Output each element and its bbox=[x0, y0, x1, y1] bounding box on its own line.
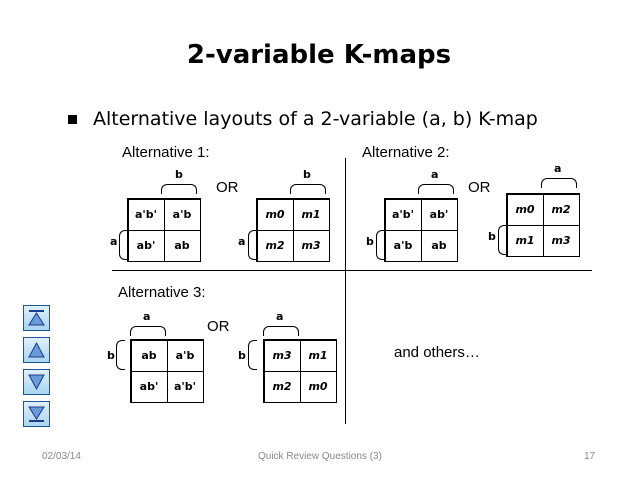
kmap-2a: a'b' ab' a'b ab bbox=[384, 198, 458, 262]
kmap-1b-side-label: a bbox=[238, 235, 246, 248]
kmap-cell: m1 bbox=[292, 198, 330, 231]
kmap-1b-side-brace bbox=[248, 230, 257, 260]
and-others-text: and others… bbox=[394, 344, 480, 361]
footer-page-number: 17 bbox=[584, 451, 596, 462]
kmap-1a-top-label: b bbox=[175, 168, 183, 181]
kmap-3b-top-label: a bbox=[276, 310, 284, 323]
footer-title: Quick Review Questions (3) bbox=[258, 451, 382, 462]
kmap-cell: m3 bbox=[542, 224, 580, 257]
next-slide-icon bbox=[28, 374, 45, 391]
kmap-cell: m0 bbox=[256, 198, 294, 231]
kmap-cell: a'b bbox=[166, 339, 204, 372]
alternative-3-label: Alternative 3: bbox=[118, 284, 206, 301]
kmap-cell: ab bbox=[163, 229, 201, 262]
kmap-cell: m2 bbox=[542, 193, 580, 226]
kmap-2a-side-brace bbox=[376, 230, 385, 260]
kmap-3b-side-brace bbox=[248, 340, 257, 370]
kmap-cell: m1 bbox=[506, 224, 544, 257]
kmap-cell: m0 bbox=[299, 370, 337, 403]
kmap-cell: ab' bbox=[127, 229, 165, 262]
kmap-cell: m2 bbox=[263, 370, 301, 403]
last-slide-button[interactable] bbox=[23, 401, 50, 427]
footer-date: 02/03/14 bbox=[42, 451, 81, 462]
kmap-2b-side-label: b bbox=[488, 230, 496, 243]
kmap-3b-top-brace bbox=[263, 326, 299, 336]
kmap-cell: m0 bbox=[506, 193, 544, 226]
kmap-cell: a'b' bbox=[384, 198, 422, 231]
kmap-1b-top-brace bbox=[290, 184, 326, 194]
alternative-2-label: Alternative 2: bbox=[362, 144, 450, 161]
kmap-1a-side-brace bbox=[119, 230, 128, 260]
kmap-1b-top-label: b bbox=[303, 168, 311, 181]
kmap-2b-side-brace bbox=[498, 225, 507, 255]
or-label-3: OR bbox=[207, 318, 230, 335]
kmap-cell: ab bbox=[420, 229, 458, 262]
kmap-cell: a'b bbox=[384, 229, 422, 262]
kmap-2b-top-label: a bbox=[554, 162, 562, 175]
horizontal-divider bbox=[112, 270, 592, 271]
kmap-1b: m0 m1 m2 m3 bbox=[256, 198, 330, 262]
first-slide-button[interactable] bbox=[23, 305, 50, 331]
kmap-cell: ab' bbox=[130, 370, 168, 403]
kmap-2b-top-brace bbox=[541, 178, 577, 188]
vertical-divider bbox=[345, 158, 346, 424]
first-slide-icon bbox=[28, 310, 45, 326]
bullet-marker bbox=[68, 114, 77, 124]
alternative-1-label: Alternative 1: bbox=[122, 144, 210, 161]
slide-title: 2-variable K-maps bbox=[186, 40, 452, 70]
kmap-3b-side-label: b bbox=[238, 349, 246, 362]
kmap-3a-top-label: a bbox=[143, 310, 151, 323]
next-slide-button[interactable] bbox=[23, 369, 50, 395]
kmap-1a: a'b' a'b ab' ab bbox=[127, 198, 201, 262]
or-label-1: OR bbox=[216, 179, 239, 196]
kmap-1a-top-brace bbox=[161, 184, 197, 194]
kmap-cell: m3 bbox=[292, 229, 330, 262]
kmap-cell: a'b bbox=[163, 198, 201, 231]
kmap-3a: ab a'b ab' a'b' bbox=[130, 339, 204, 403]
kmap-cell: a'b' bbox=[127, 198, 165, 231]
kmap-cell: a'b' bbox=[166, 370, 204, 403]
bullet-row: Alternative layouts of a 2-variable (a, … bbox=[68, 108, 538, 130]
kmap-cell: ab bbox=[130, 339, 168, 372]
kmap-3a-side-label: b bbox=[107, 349, 115, 362]
or-label-2: OR bbox=[468, 179, 491, 196]
kmap-3a-side-brace bbox=[116, 340, 125, 370]
kmap-2b: m0 m2 m1 m3 bbox=[506, 193, 580, 257]
last-slide-icon bbox=[28, 406, 45, 422]
kmap-2a-side-label: b bbox=[366, 235, 374, 248]
kmap-2a-top-label: a bbox=[431, 168, 439, 181]
kmap-cell: m2 bbox=[256, 229, 294, 262]
kmap-3a-top-brace bbox=[130, 326, 166, 336]
kmap-2a-top-brace bbox=[418, 184, 454, 194]
kmap-1a-side-label: a bbox=[110, 235, 118, 248]
previous-slide-button[interactable] bbox=[23, 337, 50, 363]
kmap-cell: m1 bbox=[299, 339, 337, 372]
kmap-3b: m3 m1 m2 m0 bbox=[263, 339, 337, 403]
kmap-cell: ab' bbox=[420, 198, 458, 231]
kmap-cell: m3 bbox=[263, 339, 301, 372]
previous-slide-icon bbox=[28, 341, 45, 358]
bullet-text: Alternative layouts of a 2-variable (a, … bbox=[93, 108, 538, 130]
